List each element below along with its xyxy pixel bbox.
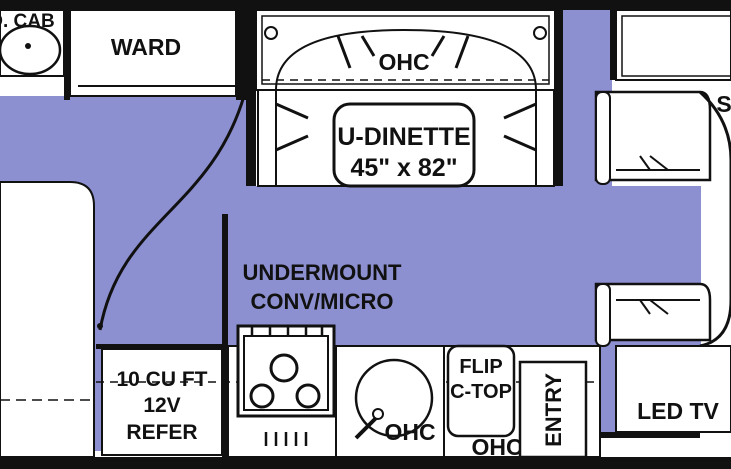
entry-step	[518, 360, 588, 459]
med-cab-label: D. CAB	[0, 11, 55, 32]
curtain-end	[97, 323, 103, 329]
refer-label-2: 12V	[143, 394, 180, 417]
cab-seat-lower	[594, 282, 712, 342]
undermount-label-2: CONV/MICRO	[251, 289, 394, 314]
ohc-box-top	[255, 9, 556, 91]
wall-refer-top	[96, 344, 228, 349]
faucet-base	[372, 408, 384, 420]
cab-overhead	[615, 9, 731, 81]
wall-top	[0, 0, 731, 10]
wall-kitchen-left	[222, 214, 228, 457]
flip-label-1: FLIP	[459, 356, 502, 378]
tv-label: LED TV	[637, 398, 719, 424]
wardrobe: WARD	[69, 9, 237, 97]
sink-drain-icon	[25, 43, 31, 49]
cab-overhead-inner	[621, 15, 731, 77]
entry-label: ENTRY	[541, 373, 566, 447]
cab-area: S LED TV	[594, 9, 731, 438]
sink-ohc-label: OHC	[384, 419, 435, 445]
flip-ctop	[446, 344, 516, 438]
bath-area: D. CAB	[0, 9, 65, 77]
ohc-bottom-label: OHC	[471, 434, 522, 460]
wardrobe-label: WARD	[111, 34, 181, 60]
wardrobe-box	[69, 9, 237, 97]
refer-box	[101, 348, 223, 456]
refer-label-1: 10 CU FT	[116, 368, 207, 391]
flip-label-2: C-TOP	[450, 381, 512, 403]
dinette-table	[332, 102, 476, 188]
wall-front-box	[610, 0, 616, 80]
ohc-top-label: OHC	[378, 49, 429, 75]
dinette-slide: OHC U-DINETTE 45" x 82"	[255, 9, 556, 188]
cab-side-wall	[698, 90, 731, 348]
bed-mattress	[0, 181, 95, 458]
dinette-name: U-DINETTE	[337, 123, 470, 151]
cab-seat-icon	[594, 90, 712, 182]
cab-seat-lines	[616, 155, 700, 315]
ohc-hinge-left	[264, 26, 278, 40]
bath-curtain	[98, 95, 246, 331]
stovetop-icon	[236, 324, 336, 446]
wall-slide-right	[555, 10, 563, 186]
ohc-hinge-right	[533, 26, 547, 40]
dinette-u-seat	[275, 28, 537, 186]
floor-area	[0, 10, 701, 451]
refer-label-3: REFER	[126, 421, 197, 444]
undermount-label-1: UNDERMOUNT	[243, 260, 402, 285]
cab-seat-back-lower	[595, 283, 611, 347]
kitchen: UNDERMOUNT CONV/MICRO 10 CU FT 12V REFER	[96, 260, 601, 460]
wall-bottom	[0, 457, 731, 469]
ohc-inner	[261, 15, 550, 85]
tv-cabinet	[615, 345, 731, 433]
cab-seat-back	[595, 91, 611, 185]
dinette-size: 45" x 82"	[350, 154, 457, 182]
dinette-seat-slats	[275, 35, 537, 152]
wall-slide-left	[246, 10, 256, 186]
tv-stand	[600, 432, 700, 438]
wall-bath	[64, 0, 70, 100]
cab-letter: S	[716, 91, 731, 117]
bed	[0, 181, 95, 458]
sink-icon	[0, 24, 62, 76]
